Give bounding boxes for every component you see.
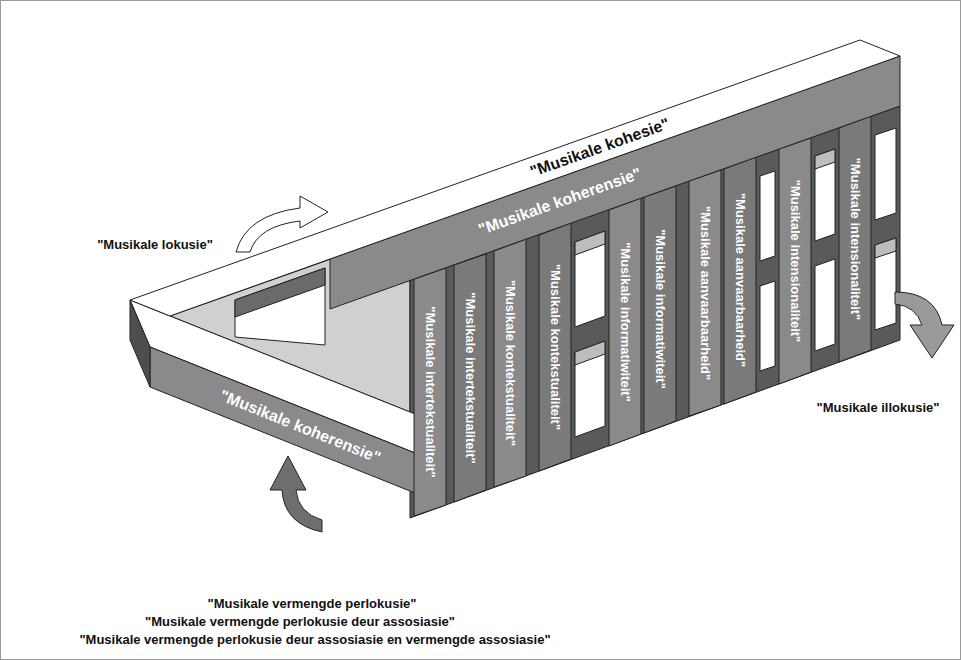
pillar-face xyxy=(689,170,721,416)
pillar-label: "Musikale informatiwiteit" xyxy=(653,229,668,389)
pillar-face xyxy=(724,157,756,404)
perlokusie-label: "Musikale vermengde perlokusie deur asso… xyxy=(145,615,455,630)
pillar-label: "Musikale aanvaarbaarheid" xyxy=(698,206,713,380)
pillar-face xyxy=(609,198,641,446)
pillar-face xyxy=(779,138,811,384)
beam-end-face xyxy=(130,300,150,387)
pillar-label: "Musikale informatiwiteit" xyxy=(618,242,633,402)
pillar-face xyxy=(644,186,676,433)
beam-top-face xyxy=(130,40,900,316)
window xyxy=(815,149,835,241)
window-shade xyxy=(575,341,605,365)
pillar-face xyxy=(454,254,486,502)
window xyxy=(875,128,896,220)
pillar-face xyxy=(539,223,571,471)
window-shade xyxy=(875,238,896,258)
beam-label: "Musikale koherensie" xyxy=(217,387,383,468)
window xyxy=(760,171,775,261)
pillar-label: "Musikale intensionaliteit" xyxy=(788,179,803,342)
beam-label: "Musikale kohesie" xyxy=(528,115,672,182)
beam-front-face xyxy=(330,56,900,309)
perlokusie-label: "Musikale vermengde perlokusie" xyxy=(208,597,417,612)
window-shade xyxy=(815,149,835,169)
illokusie-arrow xyxy=(895,292,954,358)
pillar-label: "Musikale aanvaarbaarheid" xyxy=(733,193,748,367)
pillar-label: "Musikale intertekstualiteit" xyxy=(423,306,438,477)
perlokusie-label: "Musikale vermengde perlokusie deur asso… xyxy=(79,633,550,648)
pillar-label: "Musikale kontekstualiteit" xyxy=(503,280,518,446)
pillar-label: "Musikale kontekstualiteit" xyxy=(548,264,563,430)
window xyxy=(875,238,896,330)
arrow-label: "Musikale lokusie" xyxy=(97,238,213,253)
pillar-label: "Musikale intertekstualiteit" xyxy=(463,292,478,463)
pillar-face xyxy=(414,268,446,516)
beam-label: "Musikale koherensie" xyxy=(476,165,644,240)
window xyxy=(815,259,835,351)
perlokusie-arrow xyxy=(270,456,322,532)
window-shade xyxy=(575,231,605,255)
window xyxy=(575,231,605,327)
pillar-label: "Musikale intensionaliteit" xyxy=(848,158,863,321)
window xyxy=(575,341,605,437)
window xyxy=(760,281,775,371)
pillar-face xyxy=(839,116,871,362)
arrow-label: "Musikale illokusie" xyxy=(817,401,940,416)
lokusie-arrow xyxy=(236,196,328,252)
pillar-face xyxy=(494,239,526,487)
